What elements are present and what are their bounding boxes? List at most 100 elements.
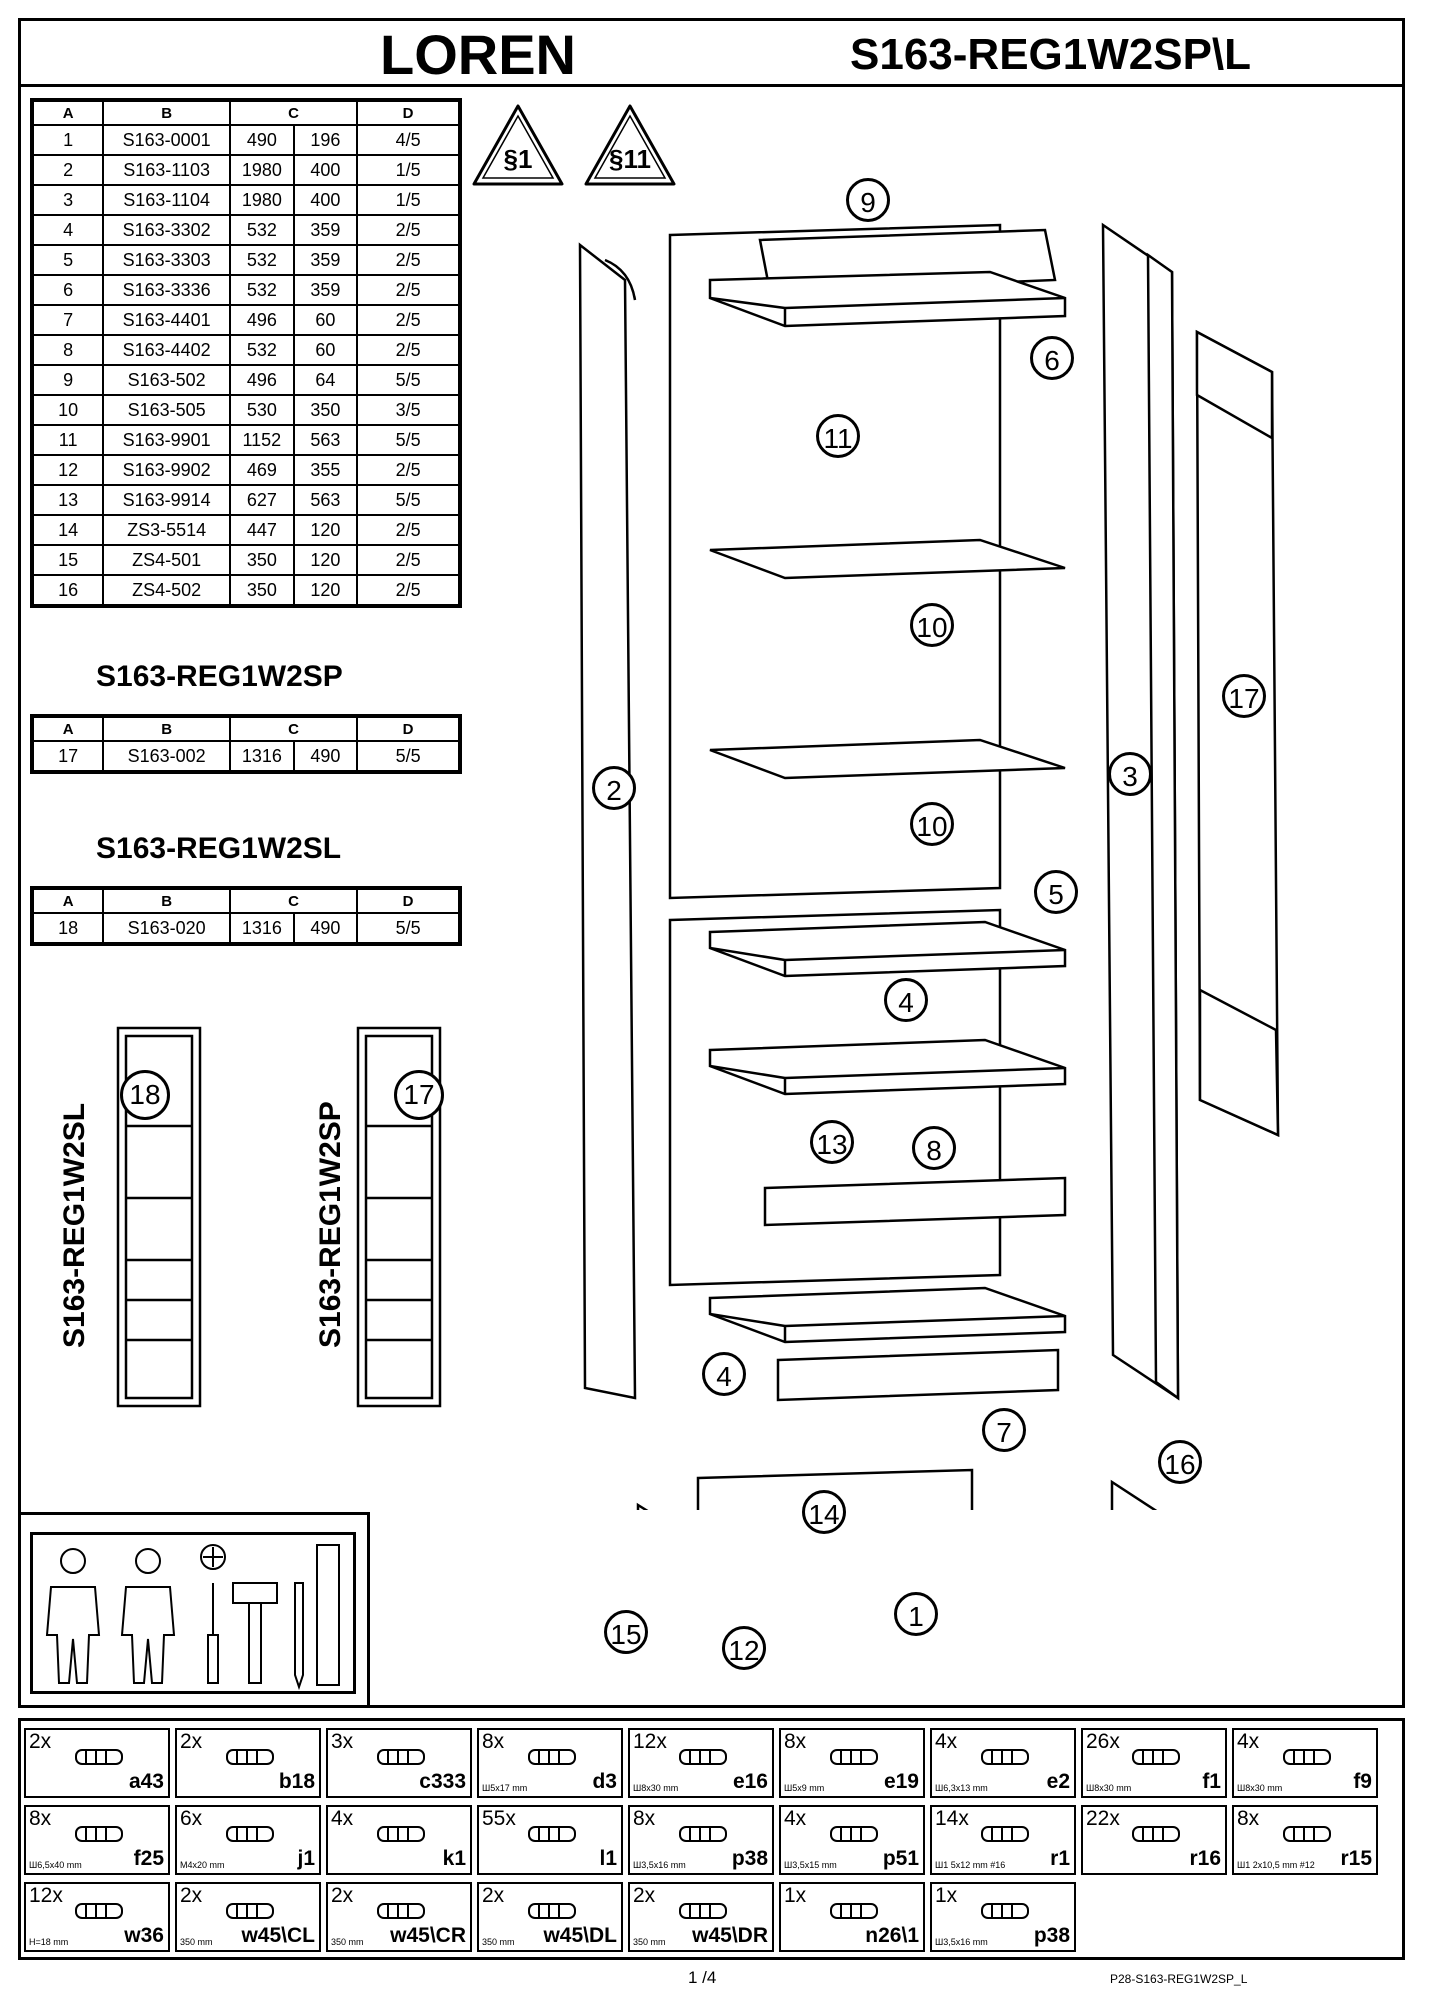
hardware-dim: 350 mm xyxy=(331,1937,364,1947)
cell: 5/5 xyxy=(356,912,461,945)
cell: 17 xyxy=(30,740,105,773)
parts-table-header: A B C D xyxy=(30,99,461,126)
cell: S163-9902 xyxy=(102,454,232,486)
part-callout: 4 xyxy=(884,978,928,1022)
col-a-header: A xyxy=(30,99,105,126)
cell: S163-4401 xyxy=(102,304,232,336)
hardware-icon xyxy=(377,1749,425,1765)
hardware-code: w45\DL xyxy=(543,1924,617,1947)
hardware-qty: 2x xyxy=(633,1884,656,1907)
hardware-code: e16 xyxy=(732,1770,768,1793)
preview-sp xyxy=(356,1026,442,1408)
cell: 5 xyxy=(30,244,105,276)
hardware-qty: 12x xyxy=(633,1730,667,1753)
col-a-header: A xyxy=(30,887,105,914)
hardware-code: p38 xyxy=(731,1847,768,1870)
cell: S163-9914 xyxy=(102,484,232,516)
hardware-dim: Ш6,3x13 mm xyxy=(935,1783,988,1793)
hardware-code: c333 xyxy=(419,1770,466,1793)
cell: 18 xyxy=(30,912,105,945)
cell: S163-3302 xyxy=(102,214,232,246)
person-icon xyxy=(45,1548,101,1684)
cell: 490 xyxy=(229,124,295,156)
cell: 2/5 xyxy=(356,454,461,486)
hardware-qty: 1x xyxy=(784,1884,807,1907)
edge xyxy=(709,1312,786,1328)
cell: 532 xyxy=(229,244,295,276)
cell: 60 xyxy=(292,334,359,366)
edge xyxy=(709,1064,786,1080)
hardware-icon xyxy=(75,1903,123,1919)
phillips-screwdriver-icon xyxy=(200,1544,226,1684)
warning-label: §11 xyxy=(609,144,651,174)
cell: 120 xyxy=(292,514,359,546)
hardware-dim: 350 mm xyxy=(633,1937,666,1947)
cell: 2/5 xyxy=(356,334,461,366)
hardware-code: w36 xyxy=(124,1924,164,1947)
hardware-dim: 350 mm xyxy=(180,1937,213,1947)
hardware-dim: Ш3,5x15 mm xyxy=(784,1860,837,1870)
part-callout: 10 xyxy=(910,603,954,647)
cell: 10 xyxy=(30,394,105,426)
cell: S163-020 xyxy=(102,912,232,945)
cell: 496 xyxy=(229,304,295,336)
cell: 532 xyxy=(229,334,295,366)
hardware-icon xyxy=(377,1903,425,1919)
preview-sl-label: S163-REG1W2SL xyxy=(58,1102,91,1348)
cell: 3/5 xyxy=(356,394,461,426)
page-number: 1 /4 xyxy=(688,1968,717,1987)
drawer-back xyxy=(696,1468,974,1510)
cell: 8 xyxy=(30,334,105,366)
hardware-qty: 2x xyxy=(482,1884,505,1907)
cell: 4 xyxy=(30,214,105,246)
hardware-icon xyxy=(1132,1749,1180,1765)
document-code: P28-S163-REG1W2SP_L xyxy=(1110,1972,1248,1986)
hardware-code: r16 xyxy=(1189,1847,1221,1870)
cell: 1/5 xyxy=(356,154,461,186)
col-d-header: D xyxy=(356,715,461,742)
side-edge xyxy=(604,258,637,301)
variant-sp-title: S163-REG1W2SP xyxy=(96,660,343,693)
cell: 3 xyxy=(30,184,105,216)
tools-box xyxy=(18,1512,370,1708)
part-callout: 6 xyxy=(1030,336,1074,380)
col-b-header: B xyxy=(102,99,232,126)
hardware-qty: 8x xyxy=(482,1730,505,1753)
hardware-icon xyxy=(528,1749,576,1765)
hardware-code: r15 xyxy=(1340,1847,1372,1870)
table-row: 18 S163-020 1316 490 5/5 xyxy=(30,912,461,945)
cell: 5/5 xyxy=(356,364,461,396)
cell: 6 xyxy=(30,274,105,306)
hardware-icon xyxy=(226,1826,274,1842)
sheet-frame xyxy=(18,18,1405,1708)
hardware-qty: 3x xyxy=(331,1730,354,1753)
hardware-qty: 14x xyxy=(935,1807,969,1830)
cell: 5/5 xyxy=(356,424,461,456)
shelf xyxy=(708,1286,1067,1344)
pencil-icon xyxy=(294,1582,304,1691)
hardware-dim: Ш8x30 mm xyxy=(633,1783,679,1793)
hardware-dim: 350 mm xyxy=(482,1937,515,1947)
glass-shelf xyxy=(709,738,1066,780)
cell: ZS4-502 xyxy=(102,574,232,607)
variant-sp-table: A B C D 17 S163-002 1316 490 5/5 xyxy=(30,714,462,774)
glass-shelf xyxy=(709,538,1066,580)
cell: 64 xyxy=(292,364,359,396)
hardware-qty: 55x xyxy=(482,1807,516,1830)
cell: 490 xyxy=(292,740,359,773)
